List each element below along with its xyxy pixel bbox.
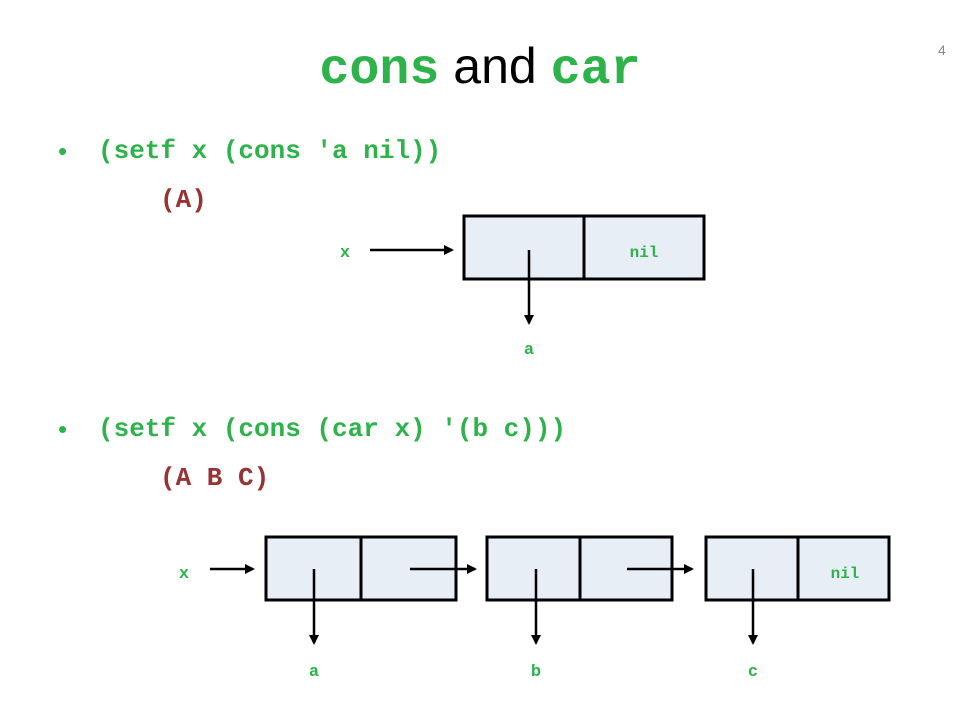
bullet-code-2: (setf x (cons (car x) '(b c))) — [98, 414, 567, 444]
diagram-list-cons: x a b nil c — [179, 535, 891, 682]
bullet-result-2: (A B C) — [160, 463, 270, 493]
car-value-2: b — [531, 663, 541, 682]
title-code-cons: cons — [319, 42, 440, 99]
title-conjunction: and — [439, 38, 551, 94]
diagram-single-cons: x nil a — [340, 214, 706, 360]
bullet-code-1: (setf x (cons 'a nil)) — [98, 136, 442, 166]
cons-cell-2-car — [485, 535, 582, 602]
bullet-result-1: (A) — [160, 185, 207, 215]
car-value-3: c — [748, 663, 758, 682]
diagram1-cdr-value: nil — [630, 244, 659, 262]
diagram2-var-label: x — [179, 565, 189, 584]
cons-cell-car — [462, 214, 586, 281]
bullet-marker: • — [58, 136, 68, 166]
slide-title: cons and car — [0, 34, 960, 103]
slide-number: 4 — [938, 42, 946, 58]
diagram1-car-value: a — [524, 341, 534, 360]
title-code-car: car — [550, 42, 641, 99]
bullet-marker: • — [58, 414, 68, 444]
last-cdr-value: nil — [831, 565, 860, 583]
cons-cell-3-cdr — [796, 535, 891, 602]
car-value-1: a — [309, 663, 319, 682]
diagram1-var-label: x — [340, 244, 350, 263]
cons-cell-cdr — [582, 214, 706, 281]
